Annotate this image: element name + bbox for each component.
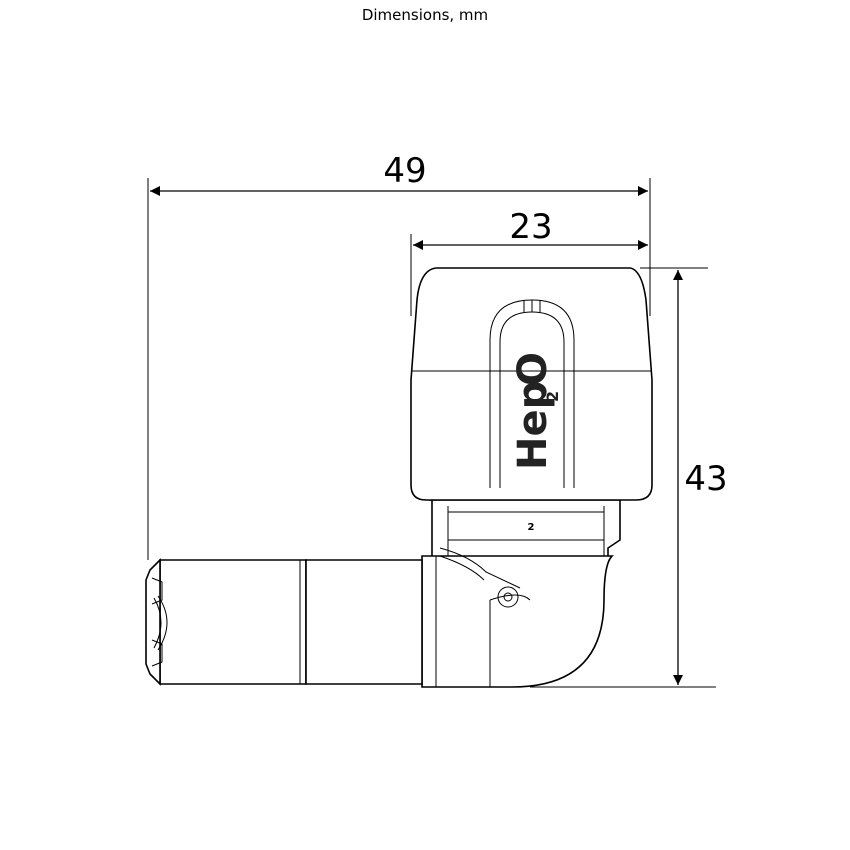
dimension-label-23: 23 (509, 207, 552, 247)
logo-o-letter: O (510, 352, 556, 386)
pipe-spigot (145, 558, 423, 686)
body-mark: 2 (528, 522, 535, 533)
logo: Hep O 2 (510, 352, 562, 470)
cap-housing: Hep O 2 (410, 267, 653, 501)
logo-subscript: 2 (543, 391, 562, 402)
spigot-end (145, 558, 161, 686)
release-ring (497, 586, 519, 608)
collar (429, 499, 621, 561)
dimension-cap-width: 23 (410, 207, 648, 316)
elbow-body: 2 (421, 499, 621, 688)
dimension-label-49: 49 (383, 151, 426, 191)
logo-text: Hep (510, 381, 556, 470)
dimension-label-43: 43 (684, 459, 727, 499)
dimension-height: 43 (530, 267, 728, 688)
page-title: Dimensions, mm (361, 6, 489, 24)
spigot-section-left (159, 559, 307, 685)
cap-outline (410, 267, 653, 501)
spigot-section-right (305, 559, 423, 685)
dimension-overall-width: 49 (147, 151, 651, 560)
elbow-bend (421, 555, 614, 688)
